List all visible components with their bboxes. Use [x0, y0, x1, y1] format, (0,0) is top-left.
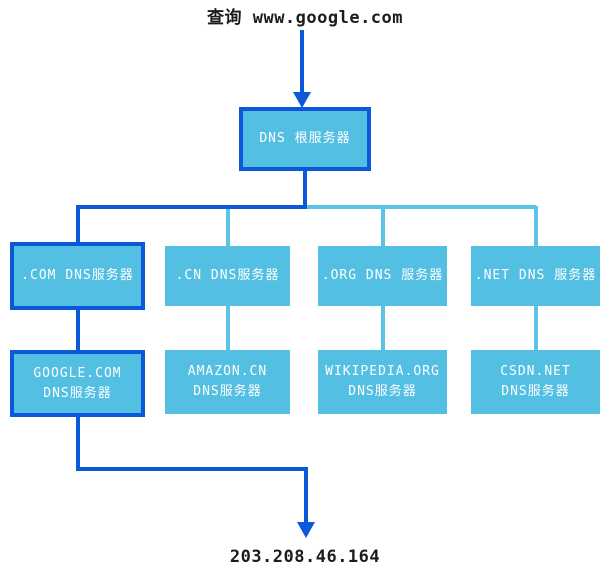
node-tld-cn: .CN DNS服务器	[165, 246, 290, 306]
node-tld-com: .COM DNS服务器	[10, 242, 145, 310]
node-tld-org-label: .ORG DNS 服务器	[321, 268, 444, 283]
result-arrowhead	[297, 522, 315, 538]
node-auth-amazon-line1: AMAZON.CN	[187, 364, 268, 379]
node-auth-csdn-line1: CSDN.NET	[500, 364, 571, 379]
node-auth-google-line2: DNS服务器	[43, 385, 112, 401]
node-tld-net: .NET DNS 服务器	[471, 246, 600, 306]
node-dns-root: DNS 根服务器	[239, 107, 371, 171]
connector-root-to-com	[76, 205, 307, 246]
query-caption: 查询 www.google.com	[206, 8, 404, 28]
node-auth-wikipedia: WIKIPEDIA.ORG DNS服务器	[318, 350, 447, 414]
node-auth-amazon-line2: DNS服务器	[193, 384, 262, 399]
result-ip: 203.208.46.164	[229, 547, 381, 567]
connector-highlight-path	[76, 30, 308, 523]
node-tld-org: .ORG DNS 服务器	[318, 246, 447, 306]
node-auth-wikipedia-line1: WIKIPEDIA.ORG	[325, 364, 440, 379]
arrowheads	[293, 92, 315, 538]
node-auth-amazon: AMAZON.CN DNS服务器	[165, 350, 290, 414]
node-tld-cn-label: .CN DNS服务器	[175, 268, 280, 283]
node-auth-csdn: CSDN.NET DNS服务器	[471, 350, 600, 414]
connector-google-to-ip	[76, 415, 308, 523]
node-dns-root-label: DNS 根服务器	[259, 131, 351, 146]
node-tld-com-label: .COM DNS服务器	[21, 268, 134, 283]
node-auth-google-line1: GOOGLE.COM	[33, 365, 122, 381]
query-arrowhead	[293, 92, 311, 108]
node-tld-net-label: .NET DNS 服务器	[474, 268, 597, 283]
node-auth-wikipedia-line2: DNS服务器	[348, 384, 417, 399]
connector-light-branches	[226, 205, 538, 352]
node-auth-csdn-line2: DNS服务器	[501, 384, 570, 399]
node-auth-google: GOOGLE.COM DNS服务器	[10, 350, 145, 417]
